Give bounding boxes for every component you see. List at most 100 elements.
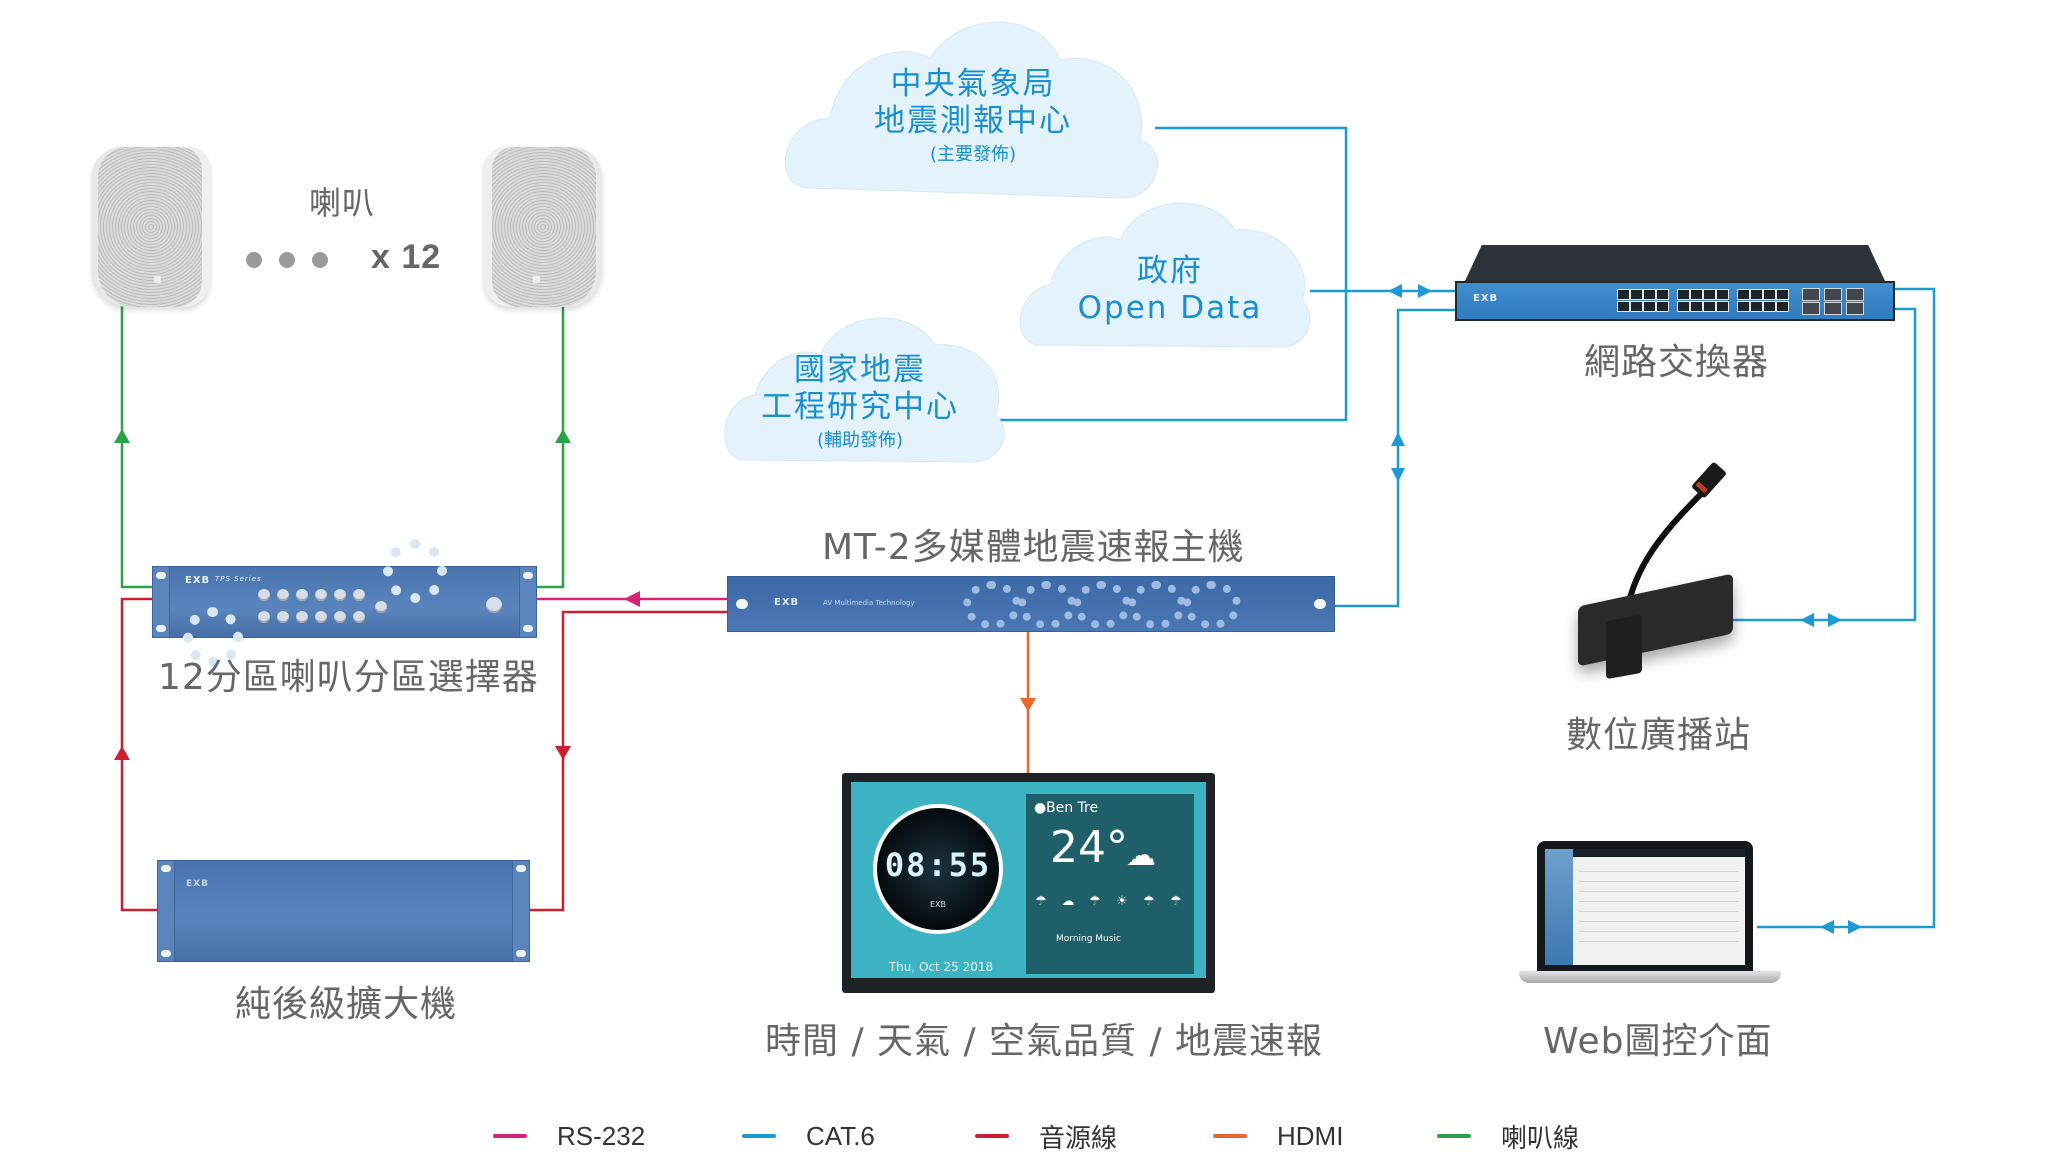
wire-selector-to-speaker-left [120,305,152,589]
ethernet-port [1617,301,1630,312]
legend-swatch [742,1134,776,1138]
cloud-cwb-line2: 地震測報中心 [874,103,1072,140]
all-zones-button[interactable] [375,601,387,613]
decor-halftone [383,539,447,603]
broadcast-station-label: 數位廣播站 [1566,715,1752,756]
ellipsis-dot [312,252,328,268]
power-button[interactable] [486,597,502,613]
wire-host-to-amp [530,610,727,912]
legend-label: 喇叭線 [1501,1122,1580,1153]
wire-switch-to-laptop [1757,287,1936,929]
cloud-cwb-note: (主要發佈) [929,144,1017,166]
arrow-right [1828,613,1842,627]
cloud-ncree-line2: 工程研究中心 [761,389,959,426]
arrow-right [1418,284,1432,298]
forecast-rain-icon: ☂ [1089,894,1101,909]
cloud-ncree-label: 國家地震 工程研究中心 (輔助發佈) [755,352,965,452]
ethernet-port [1690,301,1703,312]
ethernet-port [1703,301,1716,312]
zone-button[interactable] [277,589,289,601]
legend-swatch [493,1134,527,1138]
zone-button[interactable] [334,589,346,601]
speakers-label: 喇叭 [309,184,376,222]
weather-panel: ● Ben Tre 24° ☁ ☂ ☁ ☂ ☀ ☂ ☂ Morning Musi… [1026,794,1194,974]
ethernet-port [1643,289,1656,300]
speaker-right [484,147,602,307]
arrow-audio-down [555,746,571,760]
zone-button[interactable] [315,589,327,601]
legend-label: HDMI [1277,1120,1344,1151]
info-display: 08:55 EXB Thu, Oct 25 2018 ● Ben Tre 24°… [842,773,1215,993]
cloud-opendata-line1: 政府 [1137,253,1203,289]
ethernet-port [1643,301,1656,312]
cloud-cwb [784,21,1158,199]
legend-swatch [975,1134,1009,1138]
legend-item-audio: 音源線 [975,1120,1117,1153]
zone-button[interactable] [353,589,365,601]
host-device: EXB AV Multimedia Technology [727,576,1335,632]
legend-item-speaker-wire: 喇叭線 [1437,1120,1580,1153]
switch-brand: EXB [1473,293,1499,304]
forecast-rain-icon: ☂ [1143,894,1155,909]
ethernet-port [1776,289,1789,300]
forecast-rain-icon: ☂ [1035,894,1047,909]
host-brand: EXB [774,597,800,608]
arrow-left [1388,284,1402,298]
ethernet-port [1716,289,1729,300]
ellipsis-dot [279,252,295,268]
arrow-left [1800,613,1814,627]
network-switch: EXB [1455,245,1895,321]
sfp-port [1824,302,1842,315]
location-pin-icon: ● [1034,800,1047,816]
zone-button[interactable] [296,611,308,623]
zone-selector-device: EXB TPS Series [152,539,537,667]
host-subtitle: AV Multimedia Technology [823,599,915,607]
switch-label: 網路交換器 [1584,342,1770,383]
ethernet-port [1630,301,1643,312]
arrow-down [1391,468,1405,482]
display-label: 時間 / 天氣 / 空氣品質 / 地震速報 [765,1021,1324,1062]
ethernet-port [1737,301,1750,312]
sfp-port [1846,288,1864,301]
zone-selector-brand: EXB [185,575,211,586]
cloud-ncree-note: (輔助發佈) [816,430,904,452]
arrow-speaker-left [114,429,130,443]
ethernet-port [1656,289,1669,300]
cloud-ncree-line1: 國家地震 [794,352,926,388]
ethernet-port [1690,289,1703,300]
speaker-wires [120,305,565,589]
forecast-sun-icon: ☀ [1116,894,1128,909]
zone-button[interactable] [353,611,365,623]
zone-button[interactable] [315,611,327,623]
arrow-up [1391,432,1405,446]
cloud-ncree [724,317,1005,463]
ethernet-port [1677,301,1690,312]
web-ui-label: Web圖控介面 [1543,1021,1773,1062]
ethernet-port [1737,289,1750,300]
arrow-hdmi [1020,698,1036,712]
wire-selector-to-speaker-right [530,305,565,589]
zone-button[interactable] [258,589,270,601]
weather-city: Ben Tre [1046,800,1099,816]
sfp-port [1802,302,1820,315]
ethernet-port [1763,301,1776,312]
ethernet-port [1703,289,1716,300]
forecast-cloud-icon: ☁ [1061,894,1075,909]
clock-brand: EXB [929,900,947,909]
amplifier-brand: EXB [186,879,209,889]
zone-selector-label: 12分區喇叭分區選擇器 [158,657,539,698]
display-date: Thu, Oct 25 2018 [888,960,994,974]
zone-button[interactable] [334,611,346,623]
sfp-port [1824,288,1842,301]
clock-time: 08:55 [884,846,992,884]
power-amplifier-device: EXB [157,860,530,962]
zone-button[interactable] [258,611,270,623]
zone-button[interactable] [277,611,289,623]
legend-item-cat6: CAT.6 [742,1120,875,1152]
wire-amp-to-selector [120,597,160,912]
zone-button[interactable] [296,589,308,601]
ethernet-port [1656,301,1669,312]
clock-face: 08:55 EXB [873,804,1003,934]
sfp-port [1802,288,1820,301]
